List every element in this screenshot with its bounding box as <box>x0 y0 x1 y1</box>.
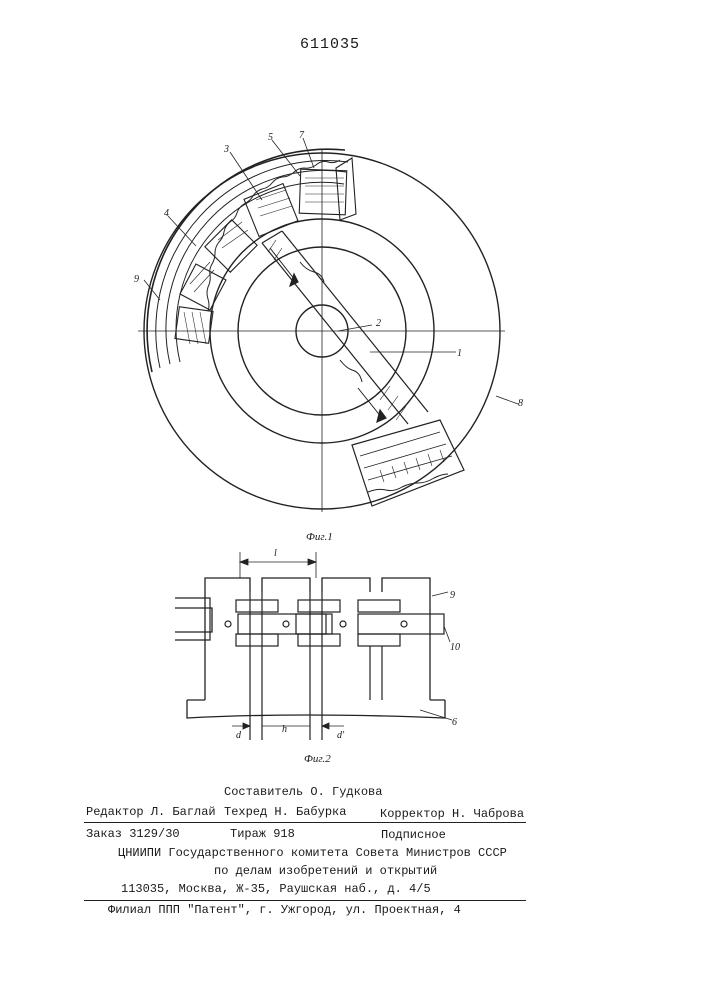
editor: Редактор Л. Баглай <box>86 805 216 819</box>
separator-rule <box>84 822 526 823</box>
fig1-label-3: 3 <box>223 144 229 155</box>
fig1-label-2: 2 <box>376 318 381 329</box>
circulation: Тираж 918 <box>230 827 295 841</box>
fig1-caption: Фиг.1 <box>306 531 333 543</box>
subscription: Подписное <box>381 828 446 842</box>
fig1-label-9: 9 <box>134 274 139 285</box>
compiler: Составитель О. Гудкова <box>224 785 382 799</box>
fig2-label-9: 9 <box>450 590 455 601</box>
fig1-label-1: 1 <box>457 348 462 359</box>
fig2-label-6: 6 <box>452 717 457 728</box>
fig2-label-d: d <box>236 730 242 741</box>
base-plate <box>187 592 445 718</box>
fig2-label-h: h <box>282 724 287 735</box>
fig1-label-8: 8 <box>518 398 523 409</box>
fig2-label-d-prime: d' <box>337 730 345 741</box>
fig2-caption: Фиг.2 <box>304 753 331 765</box>
address: 113035, Москва, Ж-35, Раушская наб., д. … <box>121 882 431 896</box>
branch: Филиал ППП "Патент", г. Ужгород, ул. Про… <box>108 903 461 917</box>
fig2-label-pitch: l <box>274 548 277 559</box>
fig2-label-10: 10 <box>450 642 460 653</box>
figure-1 <box>138 138 518 512</box>
separator-rule-2 <box>84 900 526 901</box>
fig1-label-4: 4 <box>164 208 169 219</box>
figure-2 <box>175 552 452 740</box>
pitch-dimension <box>240 552 316 578</box>
fig1-label-7: 7 <box>299 130 305 141</box>
techred: Техред Н. Бабурка <box>224 805 346 819</box>
bottom-dimension <box>232 723 344 729</box>
order-number: Заказ 3129/30 <box>86 827 180 841</box>
fig1-label-5: 5 <box>268 132 273 143</box>
top-teeth <box>205 578 430 700</box>
corrector: Корректор Н. Чаброва <box>380 807 524 821</box>
chain-links <box>225 600 444 646</box>
org-line-1: ЦНИИПИ Государственного комитета Совета … <box>118 846 507 860</box>
org-line-2: по делам изобретений и открытий <box>214 864 437 878</box>
